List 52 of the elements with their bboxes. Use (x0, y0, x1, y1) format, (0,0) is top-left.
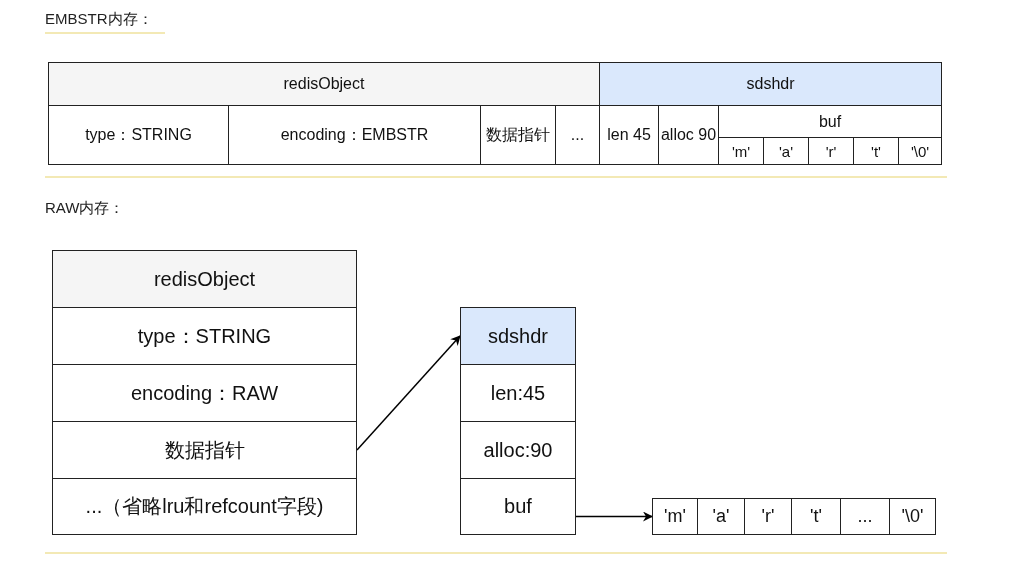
cell-text: sdshdr (746, 75, 795, 93)
header-cell (52, 250, 357, 308)
arrow (356, 335, 461, 451)
char-cell (898, 137, 942, 165)
field-cell (52, 421, 357, 479)
cell-text: encoding：EMBSTR (280, 124, 429, 145)
cell-text: '\0' (901, 506, 924, 527)
cell-text: ... (570, 126, 585, 144)
cell-text: buf (504, 495, 532, 518)
cell-text: encoding：RAW (130, 380, 279, 406)
cell-text: redisObject (153, 267, 256, 291)
char-cell (791, 498, 841, 535)
field-cell (460, 421, 576, 479)
cell-text: ... (857, 506, 873, 527)
cell-text: 't' (810, 506, 822, 527)
char-cell (652, 498, 698, 535)
section-heading: RAW内存： (45, 199, 125, 218)
header-cell (460, 307, 576, 365)
char-cell (840, 498, 890, 535)
char-cell (697, 498, 745, 535)
cell-text: buf (818, 112, 842, 131)
char-cell (889, 498, 936, 535)
cell-text: 'r' (825, 142, 837, 160)
cell-text: 'r' (761, 506, 775, 527)
cell-text: sdshdr (488, 324, 548, 348)
cell-text: 数据指针 (164, 437, 245, 463)
cell-text: len 45 (607, 126, 651, 144)
cell-text: ...（省略lru和refcount字段) (85, 494, 324, 519)
cell-text: 't' (871, 142, 881, 160)
field-cell (48, 105, 229, 165)
cell-text: type：STRING (85, 124, 192, 145)
field-cell (52, 307, 357, 365)
field-cell (460, 364, 576, 422)
cell-text: alloc:90 (483, 438, 553, 462)
field-cell (460, 478, 576, 535)
cell-text: len:45 (490, 381, 546, 405)
cell-text: type：STRING (137, 323, 272, 349)
header-cell (599, 62, 942, 106)
char-cell (744, 498, 792, 535)
field-cell (52, 364, 357, 422)
cell-text: '\0' (910, 142, 930, 160)
cell-text: alloc 90 (660, 126, 717, 144)
section-heading: EMBSTR内存： (45, 10, 153, 29)
field-cell (52, 478, 357, 535)
cell-text: redisObject (283, 75, 365, 93)
cell-text: 'm' (664, 506, 686, 527)
cell-text: 'm' (731, 142, 751, 160)
header-cell (48, 62, 600, 106)
cell-text: 'a' (712, 506, 730, 527)
arrow (575, 511, 653, 522)
cell-text: 数据指针 (486, 124, 550, 145)
cell-text: 'a' (778, 142, 794, 160)
